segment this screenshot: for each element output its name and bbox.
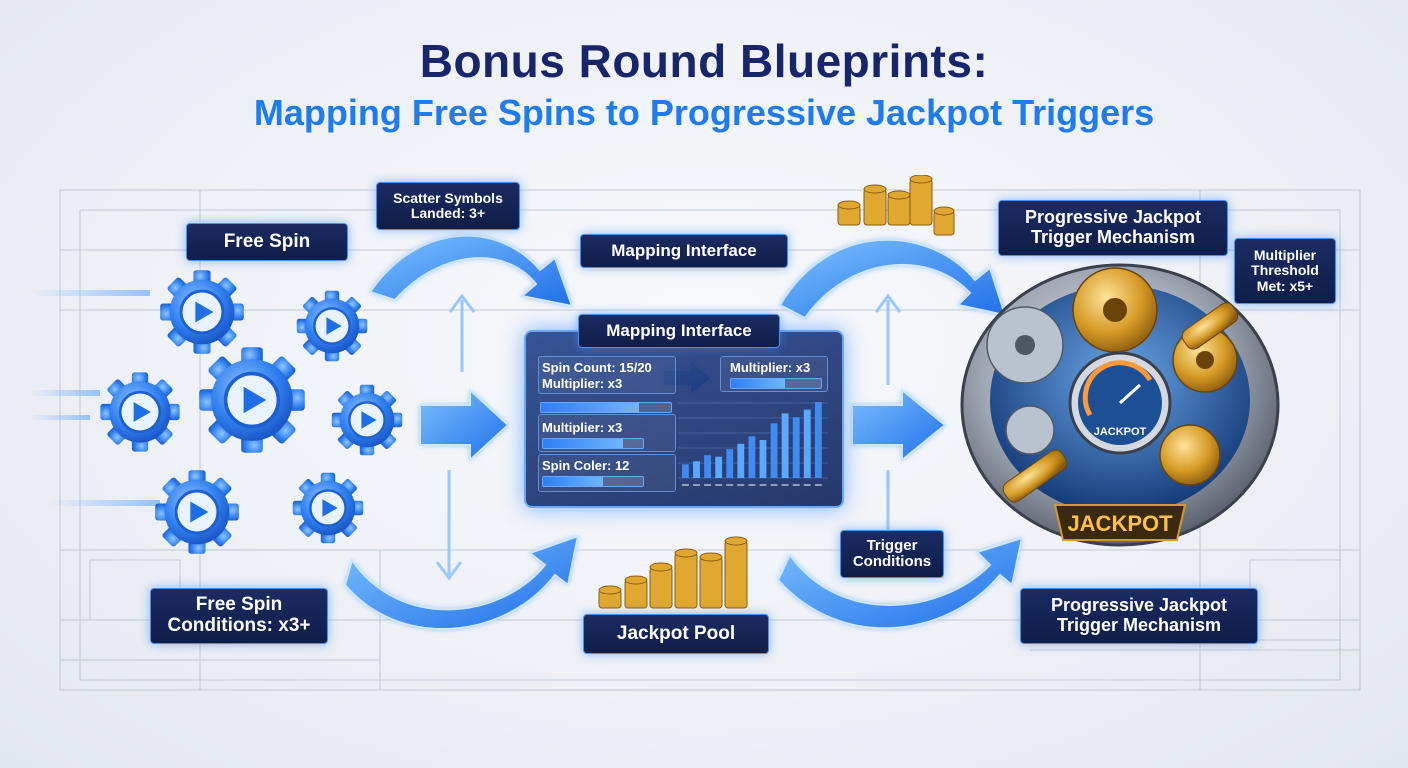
curved-arrow-right (343, 534, 580, 631)
coin-stack-top-icon (837, 175, 955, 236)
chart-bar (759, 440, 767, 478)
label-mapping-interface-top: Mapping Interface (580, 234, 788, 268)
chart-bar (770, 423, 778, 478)
chart-tick-mark (792, 484, 800, 486)
spin-coler-text: Spin Coler: 12 (542, 458, 630, 473)
chart-bar (803, 409, 811, 478)
chart-bar (726, 449, 734, 478)
curved-arrow-right (778, 238, 1007, 320)
panel-left-box-top (538, 356, 676, 394)
spin-count-progress (540, 402, 672, 413)
gauge-label: JACKPOT (1094, 426, 1147, 438)
jackpot-machine: JACKPOT JACKPOT (960, 263, 1280, 547)
chart-tick-mark (693, 484, 700, 486)
mapping-interface-panel: Spin Count: 15/20 Multiplier: x3 Multipl… (524, 330, 844, 508)
chart-bar (682, 464, 689, 478)
chart-tick-mark (759, 484, 767, 486)
diagram-title: Bonus Round Blueprints: (419, 35, 989, 87)
arrow-right (851, 387, 947, 463)
chart-tick-mark (803, 484, 811, 486)
chart-tick-mark (682, 484, 689, 486)
label-free-spin: Free Spin (186, 223, 348, 261)
chart-bar (737, 443, 745, 478)
jackpot-banner: JACKPOT (1067, 511, 1173, 536)
multiplier-right-progress (730, 378, 822, 389)
chart-bar (704, 455, 712, 478)
panel-bar-chart (678, 402, 828, 486)
chart-bar (781, 413, 789, 478)
diagram-subtitle: Mapping Free Spins to Progressive Jackpo… (253, 92, 1155, 133)
spin-count-text: Spin Count: 15/20 (542, 360, 652, 375)
chart-tick-mark (737, 484, 745, 486)
chart-tick-mark (726, 484, 734, 486)
label-jackpot-pool: Jackpot Pool (583, 614, 769, 654)
label-mapping-interface-panel: Mapping Interface (578, 314, 780, 348)
chart-tick-mark (814, 484, 822, 486)
chart-bar (715, 456, 723, 478)
chart-tick-mark (781, 484, 789, 486)
multiplier-b-progress (542, 438, 644, 449)
chart-bar (792, 417, 800, 478)
curved-arrow-right (776, 536, 1024, 630)
chart-tick-mark (770, 484, 778, 486)
multiplier-b-text: Multiplier: x3 (542, 420, 623, 435)
arrow-right (419, 387, 510, 463)
curved-arrow-right (368, 234, 574, 308)
chart-tick-mark (704, 484, 712, 486)
chart-bar (748, 436, 756, 478)
multiplier-text: Multiplier: x3 (542, 376, 623, 391)
chart-tick-mark (715, 484, 723, 486)
chart-bar (814, 402, 822, 478)
coin-stack-bottom-icon (598, 536, 748, 609)
chart-bar (693, 461, 700, 478)
spin-coler-progress (542, 476, 644, 487)
chart-tick-mark (748, 484, 756, 486)
multiplier-right-text: Multiplier: x3 (730, 360, 811, 375)
free-spin-gears (30, 268, 404, 556)
